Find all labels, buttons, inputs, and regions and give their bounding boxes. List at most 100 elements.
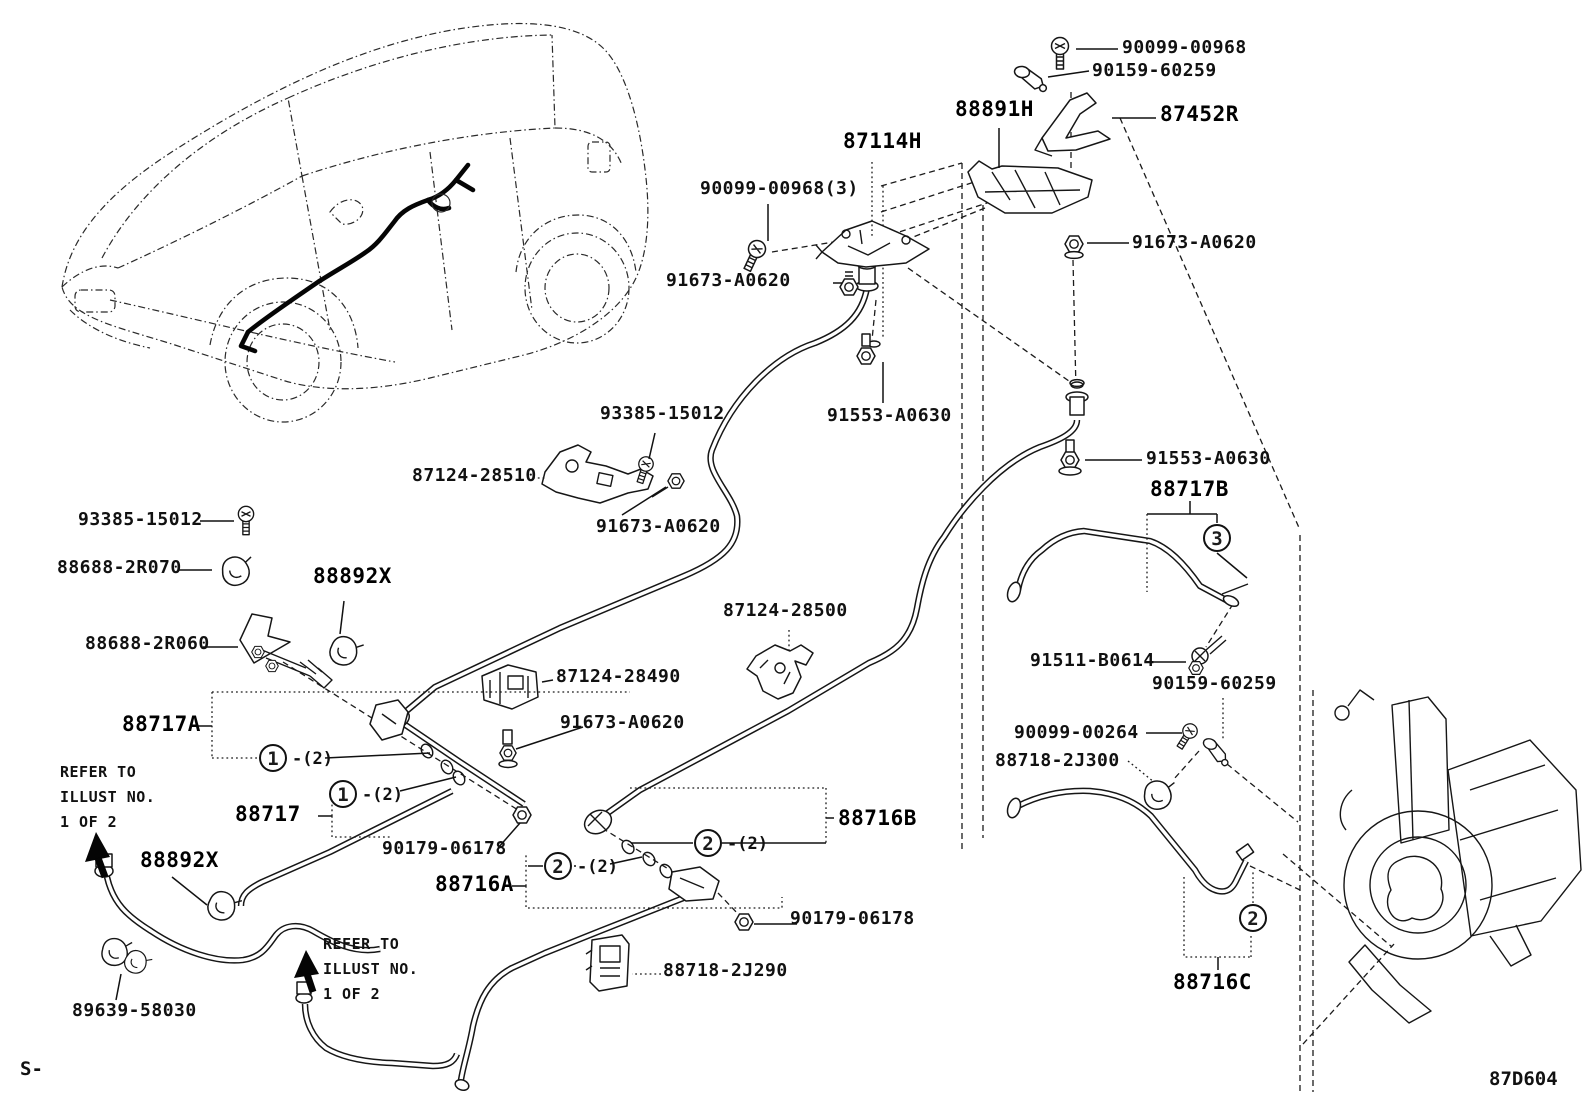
part-label-87124-28500: 87124-28500 — [723, 600, 848, 621]
part-label-87124-28490: 87124-28490 — [556, 666, 681, 687]
clamp-88718-2J290 — [585, 934, 630, 992]
pipe-end — [454, 1078, 470, 1092]
part-label-90179-06178: 90179-06178 — [790, 908, 915, 929]
hardware-parts — [101, 36, 1235, 992]
part-label-87114H: 87114H — [843, 129, 922, 153]
stud — [861, 333, 871, 347]
part-label-93385-15012: 93385-15012 — [600, 403, 725, 424]
part-label-88718-2J290: 88718-2J290 — [663, 960, 788, 981]
screw-90099-00968 — [1050, 36, 1070, 70]
bolt-91673-A0620 — [839, 278, 859, 296]
clamp-88688-2R070 — [218, 552, 258, 589]
part-label-88891H: 88891H — [955, 97, 1034, 121]
part-label-88717B: 88717B — [1150, 477, 1229, 501]
callout-qty: -(2) — [292, 749, 333, 769]
pipe-end — [1235, 843, 1255, 861]
bracket-87124-28500 — [746, 644, 814, 700]
pipe-fitting — [1065, 378, 1089, 416]
callout-qty: -(2) — [577, 857, 618, 877]
bolt-91673-A0620-low — [498, 729, 518, 769]
callout-balloon-2: 2 — [544, 852, 572, 880]
part-label-91673-A0620: 91673-A0620 — [666, 270, 791, 291]
vehicle-sketch — [61, 22, 649, 423]
valve-90159-60259 — [1011, 64, 1050, 93]
o-ring — [639, 849, 659, 869]
rear-ac-unit-sketch — [1334, 689, 1582, 1024]
bracket-87114H — [815, 220, 930, 268]
part-label-89639-58030: 89639-58030 — [72, 1000, 197, 1021]
nut-90179-06178 — [512, 806, 532, 824]
part-label-88892X: 88892X — [313, 564, 392, 588]
part-label-88688-2R060: 88688-2R060 — [85, 633, 210, 654]
sheet-code: S- — [20, 1058, 43, 1080]
clamp-88718-2J300 — [1141, 777, 1179, 812]
pipe-end — [1221, 583, 1249, 608]
refer-note: REFER TO ILLUST NO. 1 OF 2 — [323, 935, 419, 1003]
part-label-87452R: 87452R — [1160, 102, 1239, 126]
part-label-90159-60259: 90159-60259 — [1152, 673, 1277, 694]
part-label-88717A: 88717A — [122, 712, 201, 736]
bracket-88688-2R060 — [239, 613, 333, 689]
washer — [1064, 250, 1084, 260]
part-label-90159-60259: 90159-60259 — [1092, 60, 1217, 81]
bolt-shaft — [651, 486, 669, 498]
part-label-91673-A0620: 91673-A0620 — [560, 712, 685, 733]
construction-lines — [282, 92, 1395, 1092]
pipe-elbow — [1006, 581, 1022, 603]
bracket-87124-28510 — [541, 444, 654, 504]
part-label-90179-06178: 90179-06178 — [382, 838, 507, 859]
pipe-elbow — [1006, 797, 1022, 819]
pipe-union — [583, 809, 613, 835]
stud-nut-91553-A0630 — [1058, 439, 1082, 476]
part-label-88718-2J300: 88718-2J300 — [995, 750, 1120, 771]
o-ring — [1070, 381, 1084, 389]
diagram-code: 87D604 — [1489, 1068, 1558, 1090]
arrow-tail — [94, 856, 109, 879]
pipe-elbow-joint — [668, 866, 720, 902]
part-label-88716A: 88716A — [435, 872, 514, 896]
stay-87452R — [1034, 92, 1111, 157]
part-label-88892X: 88892X — [140, 848, 219, 872]
arrow-icon — [294, 950, 319, 978]
clamp-87124-28490 — [481, 664, 539, 710]
bracket-88891H — [967, 160, 1093, 214]
arrow-tail — [303, 972, 317, 994]
part-label-87124-28510: 87124-28510 — [412, 465, 537, 486]
part-label-90099-00264: 90099-00264 — [1014, 722, 1139, 743]
part-label-91553-A0630: 91553-A0630 — [827, 405, 952, 426]
part-label-91553-A0630: 91553-A0630 — [1146, 448, 1271, 469]
part-label-90099-00968: 90099-00968 — [1122, 37, 1247, 58]
part-label-88717: 88717 — [235, 802, 301, 826]
callout-balloon-2: 2 — [1239, 904, 1267, 932]
callout-balloon-3: 3 — [1203, 524, 1231, 552]
screw-93385-15012 — [237, 505, 255, 536]
clamp-88892X — [326, 633, 366, 670]
callout-balloon-1: 1 — [259, 744, 287, 772]
bolt-thread — [845, 271, 853, 277]
nut-91673-A0620 — [1064, 235, 1084, 253]
part-label-91673-A0620: 91673-A0620 — [596, 516, 721, 537]
screw-90099-00264 — [1172, 720, 1201, 753]
valve-90159-60259 — [1197, 736, 1235, 768]
part-label-91511-B0614: 91511-B0614 — [1030, 650, 1155, 671]
harness-highlight — [245, 162, 471, 335]
nut-90179-06178 — [734, 913, 754, 931]
part-label-90099-00968-3: 90099-00968(3) — [700, 178, 859, 199]
bolt-91673-A0620 — [667, 473, 685, 489]
nut-91553-A0630 — [856, 347, 876, 365]
callout-balloon-2: 2 — [694, 829, 722, 857]
screw-90099-00968-3 — [738, 236, 770, 275]
refer-note: REFER TO ILLUST NO. 1 OF 2 — [60, 763, 156, 831]
part-label-88716C: 88716C — [1173, 970, 1252, 994]
callout-balloon-1: 1 — [329, 780, 357, 808]
leader-lines — [115, 48, 1224, 1001]
part-label-91673-A0620: 91673-A0620 — [1132, 232, 1257, 253]
label-brackets — [197, 501, 1254, 970]
clamp-89639-58030 — [101, 937, 155, 979]
callout-qty: -(2) — [362, 785, 403, 805]
arrow-icon — [85, 832, 110, 862]
callout-qty: -(2) — [727, 834, 768, 854]
part-label-93385-15012: 93385-15012 — [78, 509, 203, 530]
